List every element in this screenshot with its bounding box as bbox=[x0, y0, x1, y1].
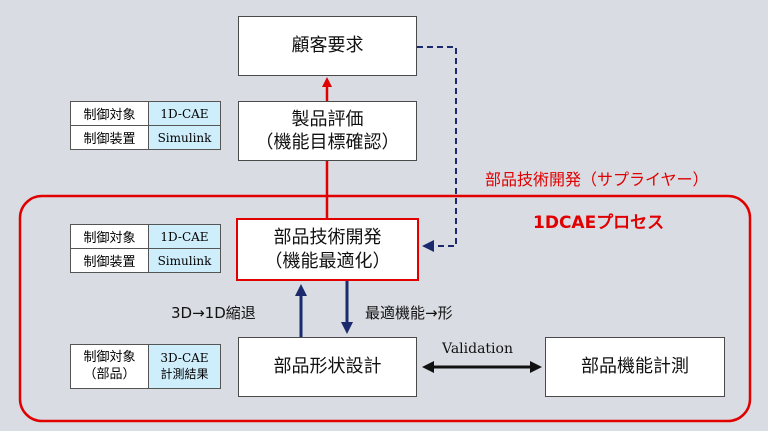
reduce-label: 3D→1D縮退 bbox=[171, 304, 256, 322]
table-value-line1: 3D-CAE bbox=[160, 350, 209, 365]
process-label: 1DCAEプロセス bbox=[533, 213, 665, 233]
table-key: 制御対象 bbox=[70, 101, 149, 126]
validation-label: Validation bbox=[442, 341, 513, 357]
control-table-bottom: 制御対象 （部品） 3D-CAE 計測結果 bbox=[70, 344, 221, 389]
table-value: Simulink bbox=[148, 248, 221, 273]
table-key: 制御装置 bbox=[70, 125, 149, 150]
customer-request-label: 顧客要求 bbox=[291, 35, 364, 57]
part-development-label: 部品技術開発 bbox=[273, 227, 382, 249]
dashed-feedback bbox=[417, 46, 457, 252]
product-evaluation-sub: （機能目標確認） bbox=[255, 132, 400, 153]
supplier-label: 部品技術開発（サプライヤー） bbox=[485, 170, 709, 189]
part-development-sub: （機能最適化） bbox=[264, 250, 391, 272]
table-key-line1: 制御対象 bbox=[83, 349, 136, 365]
table-value: 1D-CAE bbox=[148, 101, 221, 126]
shape-design-label: 部品形状設計 bbox=[273, 356, 382, 378]
table-key-line2: （部品） bbox=[83, 366, 136, 382]
table-key: 制御装置 bbox=[70, 248, 149, 273]
function-measure-box: 部品機能計測 bbox=[545, 337, 725, 397]
control-table-middle: 制御対象 1D-CAE 制御装置 Simulink bbox=[70, 224, 221, 273]
control-table-top: 制御対象 1D-CAE 制御装置 Simulink bbox=[70, 101, 221, 150]
customer-request-box: 顧客要求 bbox=[238, 16, 417, 76]
table-value: 1D-CAE bbox=[148, 224, 221, 249]
product-evaluation-box: 製品評価 （機能目標確認） bbox=[238, 101, 417, 161]
table-value: 3D-CAE 計測結果 bbox=[148, 344, 221, 389]
function-measure-label: 部品機能計測 bbox=[581, 356, 689, 378]
table-value-line2: 計測結果 bbox=[160, 366, 209, 381]
shape-design-box: 部品形状設計 bbox=[238, 337, 417, 397]
product-evaluation-label: 製品評価 bbox=[291, 108, 364, 130]
table-value: Simulink bbox=[148, 125, 221, 150]
process-frame bbox=[18, 194, 752, 423]
table-key: 制御対象 （部品） bbox=[70, 344, 149, 389]
part-development-box: 部品技術開発 （機能最適化） bbox=[236, 218, 419, 281]
optimal-label: 最適機能→形 bbox=[365, 304, 453, 322]
table-key: 制御対象 bbox=[70, 224, 149, 249]
